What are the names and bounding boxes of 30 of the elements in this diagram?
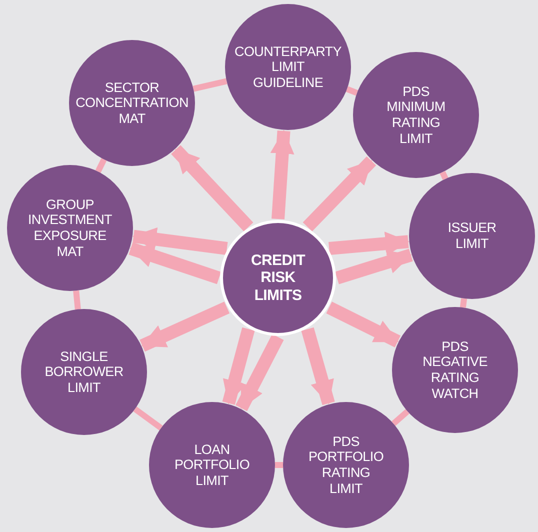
circle-label: CREDIT RISK LIMITS — [250, 252, 306, 304]
ring-connector — [73, 290, 81, 310]
ring-connector — [192, 78, 228, 92]
arrow — [302, 156, 376, 232]
circle-label: SINGLE BORROWER LIMIT — [44, 348, 124, 396]
circle-label: LOAN PORTFOLIO LIMIT — [173, 442, 251, 488]
circle-label: PDS PORTFOLIO RATING LIMIT — [307, 434, 385, 496]
ring-connector — [275, 462, 283, 468]
ring-connector — [133, 406, 163, 430]
circle-label: COUNTERPARTY LIMIT GUIDELINE — [234, 44, 342, 90]
arrow — [328, 232, 410, 256]
arrow — [270, 130, 294, 220]
circle-label: PDS NEGATIVE RATING WATCH — [422, 338, 488, 402]
circle-label: SECTOR CONCENTRATION MAT — [74, 80, 190, 126]
arrow — [222, 327, 255, 405]
ring-connector — [460, 298, 468, 308]
circle-label: PDS MINIMUM RATING LIMIT — [386, 84, 446, 146]
circle-label: ISSUER LIMIT — [446, 220, 498, 252]
arrow — [236, 334, 284, 412]
arrow — [140, 302, 230, 352]
ring-connector — [346, 86, 358, 96]
ring-connector — [95, 158, 107, 173]
ring-connector — [440, 170, 448, 180]
arrow — [301, 327, 335, 406]
ring-connector — [392, 409, 410, 426]
arrow — [171, 145, 254, 232]
circle-label: GROUP INVESTMENT EXPOSURE MAT — [26, 196, 113, 260]
arrow — [128, 242, 222, 284]
arrow — [335, 248, 413, 284]
arrow — [326, 302, 401, 348]
